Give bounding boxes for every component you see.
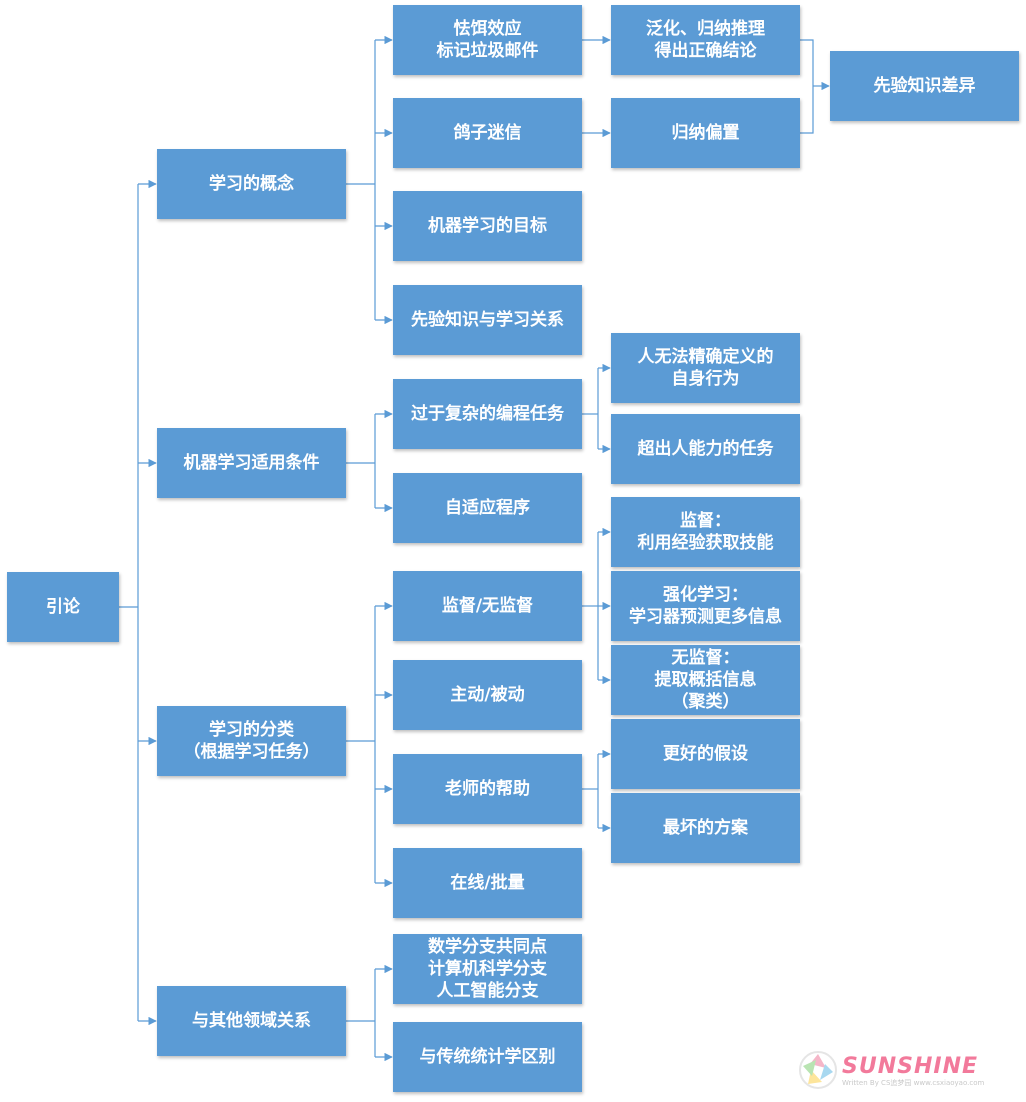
generalize-node: 泛化、归纳推理得出正确结论 — [611, 5, 800, 75]
active-node: 主动/被动 — [393, 660, 582, 730]
node-text-line: 无监督： — [671, 648, 740, 668]
node-text-line: 提取概括信息 — [654, 670, 757, 690]
aperture-logo-icon — [799, 1051, 837, 1089]
concept-node: 学习的概念 — [157, 149, 346, 219]
node-text-line: 主动/被动 — [450, 685, 525, 705]
watermark-brand: SUNSHINE — [842, 1054, 979, 1079]
supervision-node: 监督/无监督 — [393, 571, 582, 641]
node-text-line: 最坏的方案 — [663, 818, 748, 838]
beyond-node: 超出人能力的任务 — [611, 414, 800, 484]
bait-node: 怯饵效应标记垃圾邮件 — [393, 5, 582, 75]
worst-node: 最坏的方案 — [611, 793, 800, 863]
online-node: 在线/批量 — [393, 848, 582, 918]
goal-node: 机器学习的目标 — [393, 191, 582, 261]
classification-node: 学习的分类（根据学习任务） — [157, 706, 346, 776]
node-text-line: 引论 — [46, 597, 80, 617]
node-text-line: （根据学习任务） — [183, 742, 320, 762]
node-text-line: 监督/无监督 — [441, 596, 534, 616]
node-text-line: 怯饵效应 — [453, 19, 522, 39]
node-text-line: 过于复杂的编程任务 — [411, 404, 564, 424]
teacher-node: 老师的帮助 — [393, 754, 582, 824]
node-text-line: 自适应程序 — [445, 498, 530, 518]
bias-node: 归纳偏置 — [611, 98, 800, 168]
node-text-line: 与传统统计学区别 — [419, 1047, 556, 1067]
unsupervised-node: 无监督：提取概括信息（聚类） — [611, 645, 800, 715]
root-node: 引论 — [7, 572, 119, 642]
node-text-line: 更好的假设 — [663, 744, 748, 764]
node-text-line: 泛化、归纳推理 — [646, 19, 765, 39]
node-text-line: 计算机科学分支 — [428, 959, 547, 979]
node-text-line: 超出人能力的任务 — [637, 439, 774, 459]
node-text-line: 先验知识差异 — [873, 76, 976, 96]
node-text-line: 在线/批量 — [450, 873, 525, 893]
node-text-line: 人工智能分支 — [436, 981, 539, 1001]
node-text-line: 学习的分类 — [209, 720, 294, 740]
better-node: 更好的假设 — [611, 719, 800, 789]
prior-diff-node: 先验知识差异 — [830, 51, 1019, 121]
prior-relation-node: 先验知识与学习关系 — [393, 285, 582, 355]
node-text-line: 数学分支共同点 — [428, 937, 547, 957]
adaptive-node: 自适应程序 — [393, 473, 582, 543]
bias-to-diff — [800, 86, 814, 134]
node-text-line: 人无法精确定义的 — [637, 347, 774, 367]
node-text-line: 机器学习的目标 — [428, 216, 547, 236]
stats-node: 与传统统计学区别 — [393, 1022, 582, 1092]
node-text-line: 利用经验获取技能 — [637, 533, 774, 553]
math-branch-node: 数学分支共同点计算机科学分支人工智能分支 — [393, 934, 582, 1004]
relation-node: 与其他领域关系 — [157, 986, 346, 1056]
node-text-line: 学习的概念 — [209, 174, 294, 194]
node-text-line: 机器学习适用条件 — [183, 453, 320, 473]
watermark-byline: Written By CS追梦园 www.csxiaoyao.com — [842, 1079, 985, 1087]
supervised-node: 监督：利用经验获取技能 — [611, 497, 800, 567]
node-text-line: 鸽子迷信 — [453, 123, 522, 143]
node-text-line: 老师的帮助 — [445, 779, 530, 799]
node-text-line: 得出正确结论 — [654, 41, 757, 61]
undefinable-node: 人无法精确定义的自身行为 — [611, 333, 800, 403]
generalize-to-diff — [800, 39, 814, 86]
node-text-line: 归纳偏置 — [671, 123, 740, 143]
node-text-line: 监督： — [680, 511, 731, 531]
node-text-line: 自身行为 — [671, 369, 740, 389]
node-text-line: （聚类） — [671, 692, 740, 712]
node-text-line: 标记垃圾邮件 — [436, 41, 539, 61]
complex-task-node: 过于复杂的编程任务 — [393, 379, 582, 449]
pigeon-node: 鸽子迷信 — [393, 98, 582, 168]
reinforce-node: 强化学习：学习器预测更多信息 — [611, 571, 800, 641]
node-text-line: 强化学习： — [663, 585, 748, 605]
node-text-line: 与其他领域关系 — [192, 1011, 311, 1031]
node-text-line: 学习器预测更多信息 — [629, 607, 782, 627]
conditions-node: 机器学习适用条件 — [157, 428, 346, 498]
node-text-line: 先验知识与学习关系 — [411, 310, 564, 330]
watermark: SUNSHINE Written By CS追梦园 www.csxiaoyao.… — [798, 1050, 1008, 1092]
